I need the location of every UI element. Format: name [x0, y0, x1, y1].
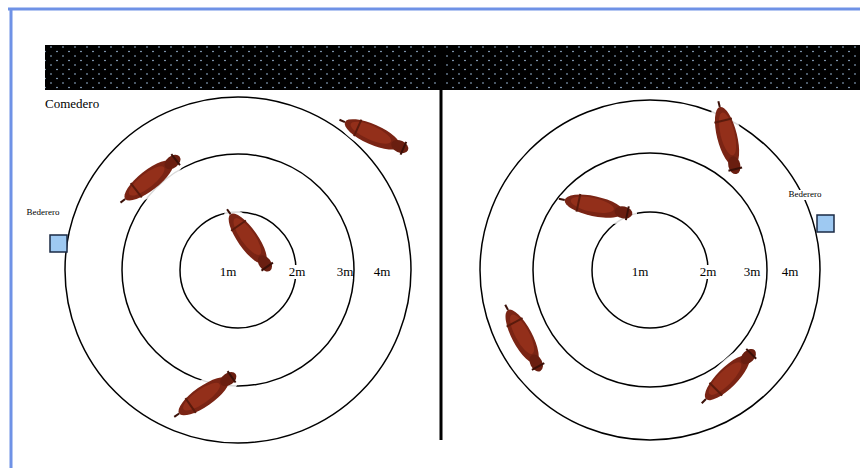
distance-label: 3m — [744, 265, 761, 279]
water-label: Bederero — [27, 208, 60, 218]
distance-label: 4m — [782, 265, 799, 279]
distance-label: 4m — [374, 265, 391, 279]
water-label: Bederero — [789, 190, 822, 200]
distance-label: 1m — [220, 265, 237, 279]
distance-label: 1m — [632, 265, 649, 279]
distance-label: 2m — [289, 265, 306, 279]
distance-label: 3m — [337, 265, 354, 279]
distance-label: 2m — [700, 265, 717, 279]
feeder-label: Comedero — [45, 97, 99, 111]
